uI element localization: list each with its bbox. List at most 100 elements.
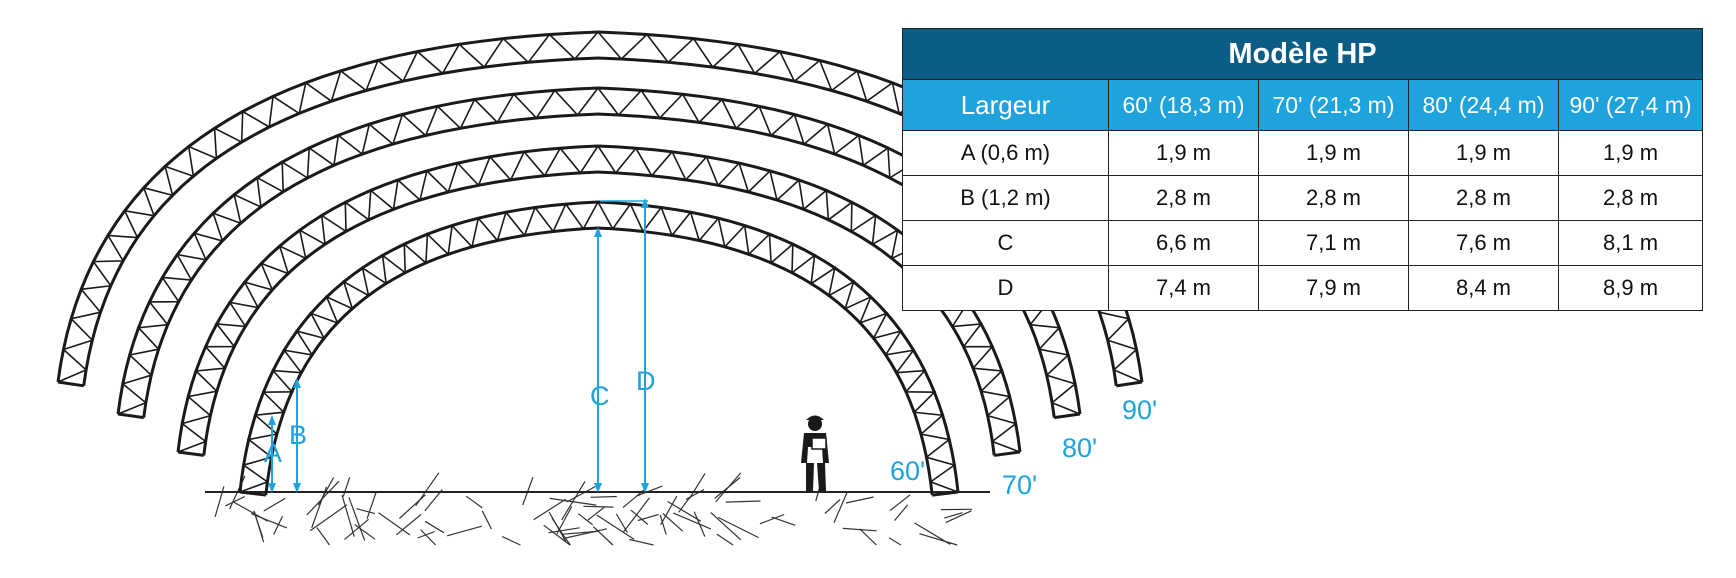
ground-stroke: [481, 510, 492, 530]
truss-web: [597, 201, 959, 493]
table-cell: 7,4 m: [1108, 265, 1259, 311]
truss-chord: [116, 86, 599, 415]
truss-foot: [239, 490, 266, 497]
truss-foot: [177, 450, 204, 457]
row-label: D: [902, 265, 1109, 311]
ground-stroke: [759, 513, 785, 525]
column-header: 80' (24,4 m): [1408, 79, 1559, 131]
ground-stroke: [263, 497, 286, 512]
table-cell: 2,8 m: [1258, 175, 1409, 221]
table-cell: 7,9 m: [1258, 265, 1409, 311]
table-cell: 8,1 m: [1557, 220, 1704, 266]
truss-foot: [57, 380, 84, 388]
table-cell: 7,6 m: [1408, 220, 1559, 266]
ground-stroke: [716, 533, 734, 546]
ground-stroke: [630, 509, 649, 526]
ground-stroke: [378, 512, 411, 536]
ground-stroke: [341, 494, 355, 537]
ground-stroke: [501, 535, 521, 546]
ground-stroke: [659, 514, 667, 535]
ground-stroke: [717, 516, 759, 539]
ground-stroke: [590, 495, 617, 498]
ground-stroke: [566, 486, 596, 503]
ground-stroke: [465, 495, 483, 509]
ground-stroke: [420, 529, 437, 546]
ground-stroke: [396, 513, 422, 536]
truss-chord: [596, 226, 934, 496]
ground-stroke: [348, 497, 366, 541]
dim-b-label: B: [289, 420, 307, 450]
ground-stroke: [354, 524, 376, 540]
ground-stroke: [693, 511, 706, 537]
dimension-lines: A B C D: [264, 198, 656, 493]
column-header: 60' (18,3 m): [1108, 79, 1259, 131]
table-title: Modèle HP: [901, 28, 1704, 80]
ground-stroke: [662, 513, 684, 532]
ground-stroke: [253, 510, 264, 538]
ground-stroke: [688, 472, 706, 500]
ground-hatching: [214, 472, 973, 546]
ground-stroke: [224, 496, 245, 507]
ground-stroke: [629, 538, 654, 546]
model-spec-table: Modèle HP Largeur 60' (18,3 m) 70' (21,3…: [901, 28, 1704, 311]
ground-stroke: [366, 492, 377, 519]
ground-stroke: [214, 486, 225, 518]
ground-stroke: [583, 505, 614, 508]
table-cell: 1,9 m: [1258, 130, 1409, 176]
table-cell: 8,4 m: [1408, 265, 1559, 311]
ground-stroke: [833, 490, 849, 523]
worker-figure: [801, 415, 829, 491]
truss-foot: [1116, 380, 1143, 388]
truss-chord: [264, 226, 600, 496]
truss-web: [597, 145, 1021, 453]
table-cell: 7,1 m: [1258, 220, 1409, 266]
ground-stroke: [660, 495, 678, 525]
header-width-label: Largeur: [902, 79, 1109, 131]
ground-stroke: [533, 498, 567, 521]
truss-foot: [117, 412, 144, 420]
ground-stroke: [556, 506, 573, 535]
row-label: A (0,6 m): [902, 130, 1109, 176]
ground-stroke: [615, 513, 628, 533]
table-cell: 1,9 m: [1108, 130, 1259, 176]
ground-stroke: [561, 481, 586, 521]
ground-stroke: [250, 513, 288, 529]
ground-stroke: [889, 494, 911, 511]
dim-a-label: A: [264, 438, 282, 468]
table-cell: 2,8 m: [1108, 175, 1259, 221]
truss-chord: [596, 170, 996, 456]
ground-stroke: [273, 515, 284, 535]
arch-size-label-80: 80': [1062, 433, 1097, 463]
ground-stroke: [398, 494, 426, 519]
table-row-a: A (0,6 m) 1,9 m 1,9 m 1,9 m 1,9 m: [902, 130, 1704, 176]
ground-stroke: [667, 500, 702, 522]
dim-d-label: D: [636, 366, 656, 396]
truss-foot: [994, 450, 1021, 457]
ground-stroke: [859, 528, 877, 546]
ground-stroke: [888, 537, 902, 546]
column-header: 70' (21,3 m): [1258, 79, 1409, 131]
ground-stroke: [342, 477, 351, 497]
truss-web: [117, 87, 599, 415]
truss-chord: [142, 112, 600, 418]
ground-stroke: [548, 511, 567, 542]
arch-size-label-70: 70': [1002, 470, 1037, 500]
table-cell: 1,9 m: [1408, 130, 1559, 176]
table-cell: 1,9 m: [1557, 130, 1704, 176]
table-row-d: D 7,4 m 7,9 m 8,4 m 8,9 m: [902, 265, 1704, 311]
ground-stroke: [710, 512, 742, 541]
ground-stroke: [622, 497, 650, 533]
column-header: 90' (27,4 m): [1557, 79, 1704, 131]
dim-c-label: C: [590, 381, 610, 411]
ground-stroke: [233, 501, 268, 522]
ground-stroke: [309, 504, 348, 532]
ground-stroke: [771, 516, 796, 526]
ground-stroke: [673, 512, 712, 530]
ground-stroke: [945, 510, 972, 523]
ground-stroke: [919, 533, 958, 546]
table-cell: 6,6 m: [1108, 220, 1259, 266]
arch-60: [238, 200, 960, 497]
row-label: B (1,2 m): [902, 175, 1109, 221]
table-row-c: C 6,6 m 7,1 m 7,6 m 8,1 m: [902, 220, 1704, 266]
